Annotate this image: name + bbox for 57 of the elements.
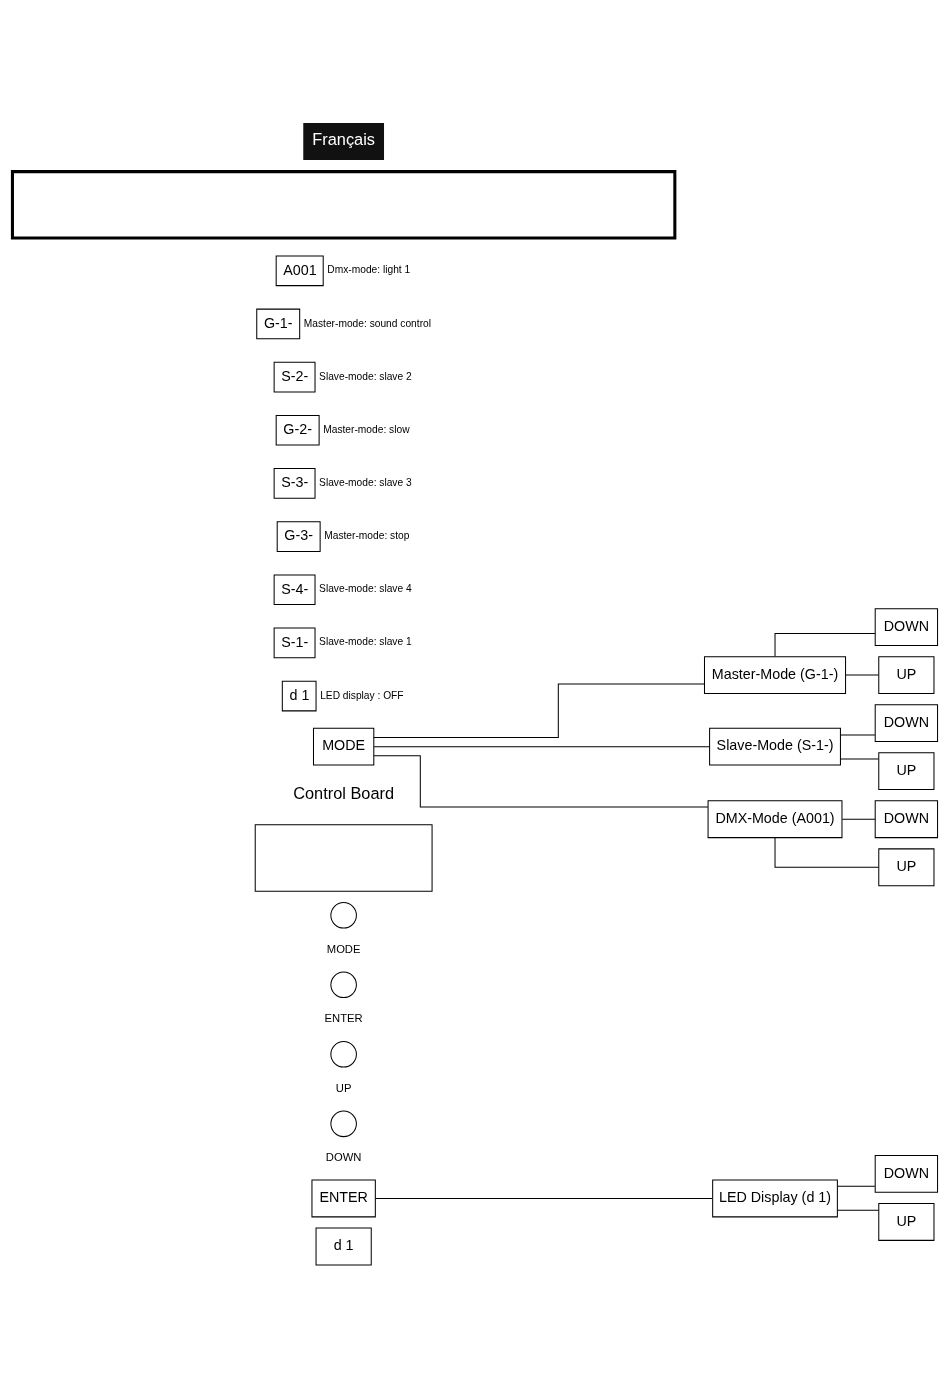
node-box: S-1- (273, 627, 316, 659)
node-circle (330, 1110, 357, 1138)
node-box: DOWN (874, 704, 939, 743)
node-label: Dmx-mode: light 1 (327, 264, 411, 276)
node-box: LED Display (d 1) (712, 1179, 838, 1218)
connector (841, 818, 876, 820)
connector (374, 1197, 713, 1199)
connector (845, 674, 880, 676)
connector (774, 632, 876, 657)
node-box: G-1- (256, 308, 301, 340)
connector (837, 1209, 880, 1211)
node-box (10, 170, 677, 240)
node-box: d 1 (281, 680, 317, 712)
node-box: UP (878, 752, 935, 791)
node-circle (330, 1041, 357, 1068)
node-label: Master-mode: slow (323, 423, 410, 435)
node-label: MODE (326, 942, 361, 955)
node-box: DOWN (874, 800, 939, 839)
node-label: Slave-mode: slave 4 (319, 583, 412, 595)
node-label: Slave-mode: slave 1 (319, 636, 412, 648)
connector (373, 683, 705, 738)
node-box: A001 (275, 255, 324, 287)
node-box: d 1 (315, 1227, 372, 1266)
connector (373, 746, 710, 748)
node-box: UP (878, 656, 935, 694)
node-box: MODE (313, 727, 375, 766)
node-label: Slave-mode: slave 2 (319, 370, 412, 382)
node-label: ENTER (324, 1012, 363, 1025)
node-circle (330, 971, 357, 999)
node-box: S-3- (273, 468, 316, 499)
node-circle (330, 902, 357, 929)
node-box: G-2- (275, 414, 320, 446)
node-box: Master-Mode (G-1-) (704, 656, 847, 694)
connector (774, 837, 880, 868)
node-box: S-4- (273, 574, 316, 606)
connector (840, 734, 876, 736)
node-label: Master-mode: stop (324, 530, 410, 542)
node-label: UP (335, 1081, 352, 1094)
node-label: DOWN (325, 1151, 362, 1164)
node-box (254, 824, 433, 892)
connector (837, 1185, 876, 1187)
node-box: ENTER (311, 1179, 376, 1218)
node-box: G-3- (276, 521, 321, 552)
node-label: LED display : OFF (320, 689, 404, 701)
node-box: DOWN (874, 608, 939, 646)
node-box: S-2- (273, 361, 316, 393)
node-label: Slave-mode: slave 3 (319, 476, 412, 488)
node-box: DMX-Mode (A001) (707, 800, 843, 839)
label: Control Board (293, 783, 395, 802)
node-box: DOWN (874, 1155, 939, 1193)
label: Français (312, 130, 375, 149)
connector (373, 755, 709, 808)
connector (840, 758, 880, 760)
node-box: UP (878, 848, 935, 887)
node-box: UP (878, 1203, 935, 1241)
node-label: Master-mode: sound control (303, 317, 432, 329)
node-box: Slave-Mode (S-1-) (709, 727, 841, 766)
